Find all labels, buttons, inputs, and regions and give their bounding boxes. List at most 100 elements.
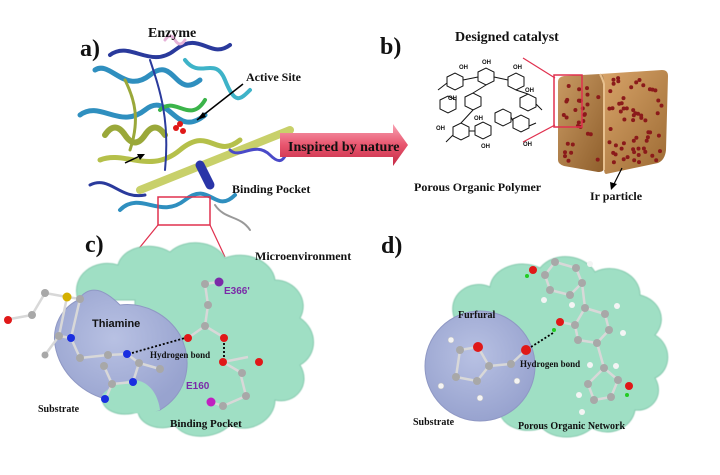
panel-label-c: c) — [85, 232, 104, 258]
ir-particle-dot — [655, 111, 660, 116]
hydroxyl-labels: OH OH OH OH OH OH OH OH OH — [436, 60, 534, 150]
ir-particle-dot — [585, 86, 589, 91]
porous-organic-polymer-label: Porous Organic Polymer — [414, 180, 542, 194]
enzyme-structure — [77, 34, 294, 231]
residue-e160-label: E160 — [186, 381, 210, 392]
ir-particle-dot — [616, 76, 621, 81]
ir-particle-dot — [608, 127, 613, 131]
thiamine-atoms — [4, 289, 164, 403]
ir-particle-dot — [611, 160, 616, 165]
ir-particle-dot — [607, 106, 612, 111]
ir-particle-dot — [607, 140, 612, 145]
ir-particle-dot — [611, 81, 616, 86]
svg-text:OH: OH — [481, 144, 490, 150]
ir-particle-dot — [629, 85, 634, 90]
ir-particle-dot — [570, 142, 575, 147]
substrate-circle-c — [53, 289, 188, 414]
ir-particle-dot — [565, 97, 570, 102]
ir-particle-dot — [636, 146, 641, 151]
residue-e366-label: E366' — [224, 286, 250, 297]
ir-particle-dot — [658, 149, 662, 154]
ir-particles — [561, 76, 664, 165]
ir-particle-dot — [624, 106, 629, 111]
residue-atoms — [184, 277, 263, 410]
ir-particle-dot — [650, 87, 655, 92]
ir-particle-dot — [617, 101, 622, 106]
ir-particle-dot — [643, 149, 648, 154]
ir-particle-dot — [634, 135, 639, 140]
polymer-zoom-line-top — [522, 57, 556, 79]
ir-particle-dot — [561, 113, 566, 117]
ir-particle-dot — [564, 115, 569, 120]
ir-particle-dot — [563, 154, 567, 159]
ir-particle-dot — [585, 102, 590, 107]
ir-particle-dot — [650, 153, 655, 158]
ir-particle-dot — [646, 130, 651, 135]
ir-particle-dot — [632, 158, 637, 163]
ir-particle-dot — [654, 158, 659, 163]
hydrogen-bond-line-c — [131, 337, 186, 354]
ir-particle-dot — [585, 92, 590, 97]
ir-particle-dot — [636, 153, 641, 157]
binding-pocket-label-c: Binding Pocket — [170, 418, 242, 430]
ir-particle-dot — [569, 150, 574, 155]
enzyme-title: Enzyme — [148, 26, 197, 41]
svg-text:OH: OH — [474, 116, 483, 122]
ir-particle-dot — [656, 133, 661, 138]
furfural-atoms — [437, 336, 531, 402]
ir-particle-dot — [631, 118, 636, 123]
ir-particle-dot — [621, 157, 626, 162]
ir-particle-dot — [585, 131, 590, 136]
ir-particle-dot — [641, 146, 646, 151]
ir-particle-label: Ir particle — [590, 189, 643, 203]
porous-organic-network-label: Porous Organic Network — [518, 421, 626, 432]
cube-highlight-box — [553, 74, 583, 128]
ir-particle-dot — [645, 135, 650, 140]
binding-pocket-label-a: Binding Pocket — [232, 182, 311, 196]
ir-particle-dot — [625, 155, 630, 160]
svg-text:OH: OH — [436, 126, 445, 132]
substrate-circle-d — [424, 310, 536, 422]
designed-catalyst-title: Designed catalyst — [455, 30, 559, 45]
ir-particle-dot — [566, 158, 571, 163]
catalyst-cube — [558, 70, 668, 174]
ir-particle-dot — [631, 138, 636, 143]
ir-particle-dot — [639, 115, 644, 120]
hydrogen-bond-label-c: Hydrogen bond — [150, 350, 211, 360]
ir-particle-dot — [577, 98, 582, 103]
ir-particle-dot — [641, 83, 646, 88]
ir-particle-dot — [608, 89, 613, 94]
ir-particle-dot — [611, 77, 616, 82]
ir-particle-dot — [636, 111, 640, 116]
svg-text:OH: OH — [448, 96, 457, 102]
ir-particle-dot — [596, 95, 601, 100]
ir-particle-dot — [621, 106, 626, 111]
ir-particle-dot — [634, 80, 639, 85]
ir-particle-dot — [577, 87, 582, 92]
substrate-label-d: Substrate — [413, 417, 455, 428]
svg-text:OH: OH — [513, 65, 522, 71]
ir-particle-dot — [616, 79, 621, 84]
hydrogen-bond-line-d — [530, 332, 554, 348]
svg-text:OH: OH — [525, 88, 534, 94]
ir-particle-dot — [619, 146, 624, 151]
active-site-label: Active Site — [246, 70, 301, 84]
network-atoms — [525, 258, 633, 415]
svg-text:OH: OH — [482, 60, 491, 66]
ir-particle-dot — [563, 150, 567, 155]
ir-particle-dot — [582, 112, 587, 117]
ir-particle-dot — [595, 157, 600, 162]
inspired-arrow — [280, 124, 408, 166]
panel-label-d: d) — [381, 233, 403, 259]
hydrogen-bond-label-d: Hydrogen bond — [520, 359, 581, 369]
active-site-pointer — [196, 83, 244, 121]
zoom-line-right — [209, 224, 226, 258]
ir-particle-dot — [622, 117, 627, 122]
binding-pocket-highlight-box — [157, 196, 211, 226]
furfural-label: Furfural — [458, 310, 496, 321]
panel-label-b: b) — [380, 34, 402, 60]
svg-text:OH: OH — [523, 142, 532, 148]
ir-particle-dot — [656, 98, 661, 103]
microenvironment-title: Microenvironment — [255, 249, 352, 263]
